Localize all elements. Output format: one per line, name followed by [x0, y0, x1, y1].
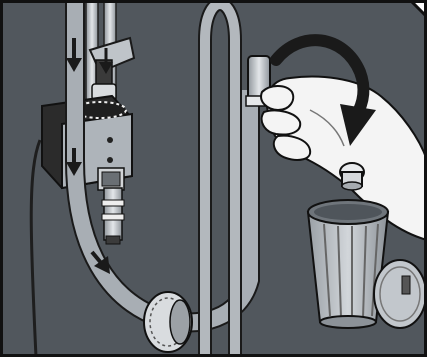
nozzle-ring-2	[102, 214, 124, 220]
tube-ring-clip	[144, 292, 192, 352]
nozzle-ring-1	[102, 200, 124, 206]
valve-screw-bottom	[107, 157, 113, 163]
valve-screw-top	[107, 137, 113, 143]
nozzle-tip	[106, 236, 120, 244]
falling-cap	[340, 163, 364, 190]
hand-thumb	[261, 86, 293, 110]
trash-bin-lid	[374, 260, 426, 328]
valve-connector-detail	[102, 172, 120, 186]
